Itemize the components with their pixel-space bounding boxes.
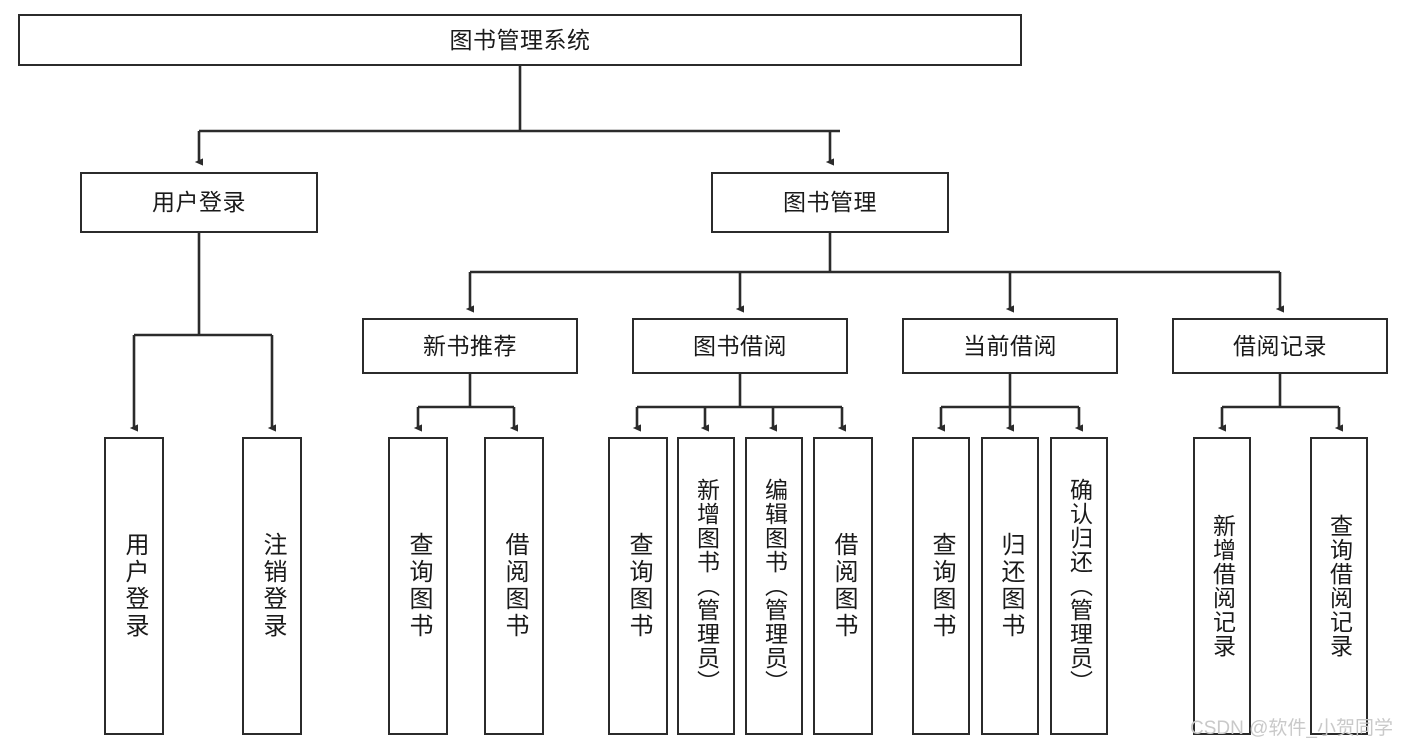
leaf-query-books-recommend[interactable]: 查询图书 <box>388 437 448 735</box>
leaf-query-borrow-record[interactable]: 查询借阅记录 <box>1310 437 1368 735</box>
leaf-borrow-books[interactable]: 借阅图书 <box>813 437 873 735</box>
node-label: 用户登录 <box>121 532 148 640</box>
leaf-logout[interactable]: 注销登录 <box>242 437 302 735</box>
leaf-borrow-books-recommend[interactable]: 借阅图书 <box>484 437 544 735</box>
node-label: 新增借阅记录 <box>1209 514 1236 658</box>
node-label: 编辑图书（管理员） <box>761 478 788 694</box>
node-label: 当前借阅 <box>963 332 1057 359</box>
node-label: 借阅图书 <box>830 532 857 640</box>
node-label: 新增图书（管理员） <box>693 478 720 694</box>
node-label: 图书管理 <box>783 189 877 215</box>
leaf-query-books-current[interactable]: 查询图书 <box>912 437 970 735</box>
leaf-edit-book-admin[interactable]: 编辑图书（管理员） <box>745 437 803 735</box>
node-label: 查询借阅记录 <box>1326 514 1353 658</box>
node-book-management-system[interactable]: 图书管理系统 <box>18 14 1022 66</box>
node-label: 图书借阅 <box>693 332 787 359</box>
leaf-user-login[interactable]: 用户登录 <box>104 437 164 735</box>
node-label: 借阅记录 <box>1233 332 1327 359</box>
node-label: 查询图书 <box>928 532 955 640</box>
node-label: 归还图书 <box>997 532 1024 640</box>
node-book-borrowing[interactable]: 图书借阅 <box>632 318 848 374</box>
node-borrowing-records[interactable]: 借阅记录 <box>1172 318 1388 374</box>
leaf-confirm-return-admin[interactable]: 确认归还（管理员） <box>1050 437 1108 735</box>
node-label: 新书推荐 <box>423 332 517 359</box>
node-current-borrowing[interactable]: 当前借阅 <box>902 318 1118 374</box>
node-label: 查询图书 <box>625 532 652 640</box>
node-book-management[interactable]: 图书管理 <box>711 172 949 233</box>
node-label: 图书管理系统 <box>449 26 591 53</box>
node-user-login[interactable]: 用户登录 <box>80 172 318 233</box>
leaf-return-books[interactable]: 归还图书 <box>981 437 1039 735</box>
node-new-book-recommendation[interactable]: 新书推荐 <box>362 318 578 374</box>
node-label: 确认归还（管理员） <box>1066 478 1093 694</box>
node-label: 用户登录 <box>152 189 246 215</box>
node-label: 借阅图书 <box>501 532 528 640</box>
leaf-add-book-admin[interactable]: 新增图书（管理员） <box>677 437 735 735</box>
node-label: 注销登录 <box>259 532 286 640</box>
node-label: 查询图书 <box>405 532 432 640</box>
csdn-watermark: CSDN @软件_小贺同学 <box>1190 718 1393 739</box>
leaf-add-borrow-record[interactable]: 新增借阅记录 <box>1193 437 1251 735</box>
leaf-query-books-borrow[interactable]: 查询图书 <box>608 437 668 735</box>
